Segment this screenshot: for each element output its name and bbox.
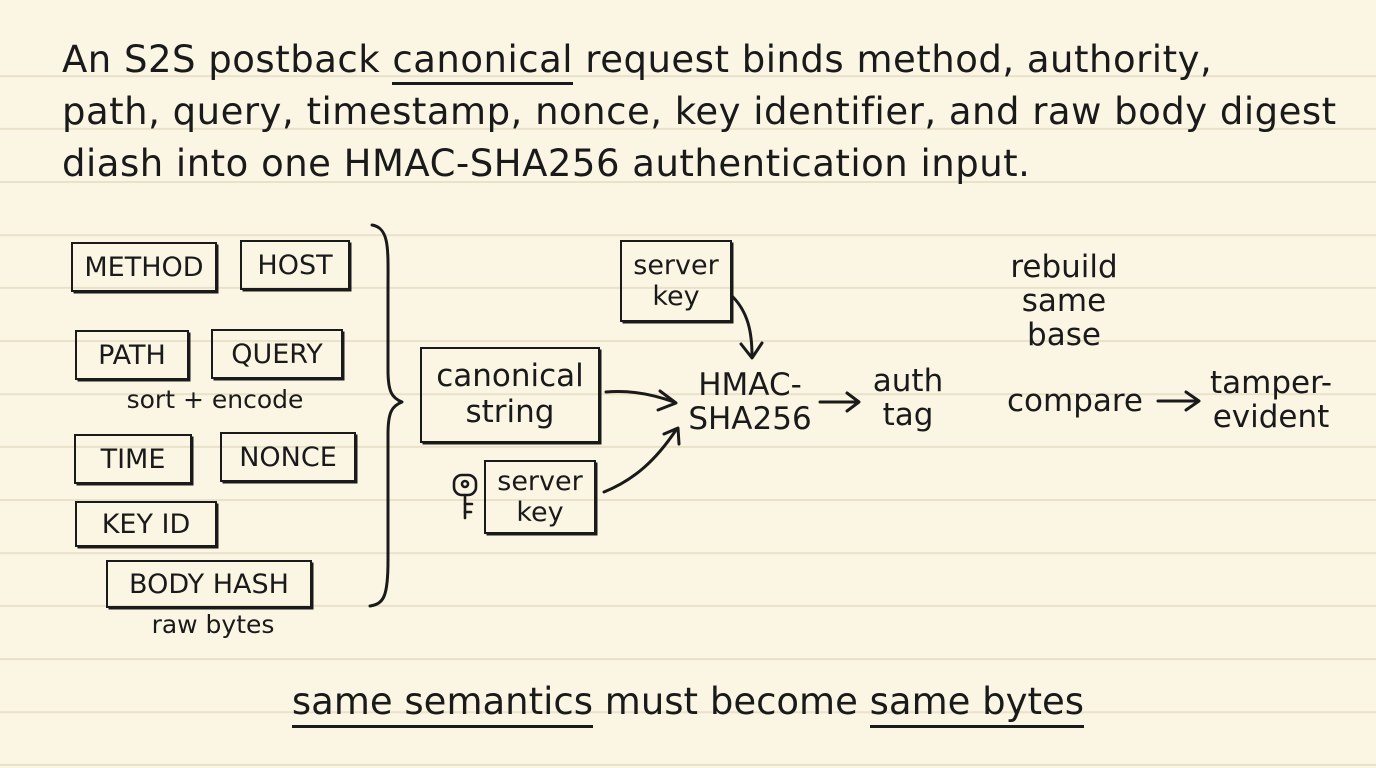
arrow-key-bottom-to-hmac-head (662, 426, 681, 446)
footer-middle: must become (593, 680, 870, 723)
query-label: QUERY (231, 338, 323, 370)
hmac-line-1: HMAC- (698, 367, 802, 403)
arrow-hmac-to-auth-head (845, 391, 861, 413)
headline-line-3: diash into one HMAC-SHA256 authenticatio… (62, 142, 1031, 185)
headline-line-1: An S2S postback canonical request binds … (62, 34, 1322, 86)
server-key-top-line-1: server (633, 249, 719, 281)
host-label: HOST (257, 249, 333, 281)
arrow-compare-to-tamper-head (1184, 390, 1201, 412)
compare-label: compare (1006, 383, 1144, 419)
rebuild-same-base-label: rebuild same base (1000, 250, 1128, 352)
headline: An S2S postback canonical request binds … (62, 34, 1337, 190)
key-icon (452, 473, 478, 520)
rebuild-line-1: rebuild (1010, 249, 1118, 285)
tamper-line-2: evident (1212, 399, 1330, 436)
path-box: PATH (75, 330, 189, 380)
auth-tag-label: auth tag (866, 364, 950, 432)
server-key-top-box: server key (620, 240, 732, 322)
rebuild-line-3: base (1027, 317, 1101, 354)
footer-same-bytes: same bytes (869, 680, 1085, 728)
arrow-key-top-to-hmac (730, 294, 754, 358)
headline-emphasis-canonical: canonical (392, 38, 574, 85)
arrow-canonical-to-hmac (604, 390, 676, 404)
rebuild-line-2: same (1021, 283, 1107, 320)
server-key-bottom-box: server key (484, 460, 596, 534)
server-key-top-line-2: key (652, 281, 700, 312)
canonical-string-box: canonical string (420, 347, 600, 443)
body-hash-box: BODY HASH (106, 560, 312, 608)
time-label: TIME (100, 443, 166, 475)
headline-line-2: path, query, timestamp, nonce, key ident… (62, 90, 1337, 133)
query-box: QUERY (211, 329, 343, 379)
path-label: PATH (98, 339, 166, 371)
time-box: TIME (74, 434, 192, 484)
arrow-key-bottom-to-hmac (602, 428, 678, 494)
method-label: METHOD (84, 251, 204, 283)
hmac-line-2: SHA256 (688, 401, 812, 438)
sort-encode-note: sort + encode (126, 385, 304, 414)
canonical-line-1: canonical (436, 358, 584, 395)
headline-line-1-start: An S2S postback (62, 38, 393, 81)
key-id-box: KEY ID (75, 501, 217, 547)
host-box: HOST (240, 240, 350, 290)
tamper-line-1: tamper- (1209, 365, 1333, 401)
footer-statement: same semantics must become same bytes (0, 680, 1376, 728)
key-id-label: KEY ID (101, 508, 191, 540)
body-hash-label: BODY HASH (129, 568, 289, 600)
auth-tag-line-2: tag (882, 397, 934, 434)
arrow-key-top-to-hmac-head (739, 341, 764, 360)
arrow-canonical-to-hmac-head (656, 389, 678, 412)
nonce-label: NONCE (239, 441, 337, 473)
tamper-evident-label: tamper- evident (1204, 366, 1338, 434)
footer-same-semantics: same semantics (291, 680, 594, 728)
auth-tag-line-1: auth (872, 363, 944, 399)
raw-bytes-note: raw bytes (151, 610, 275, 639)
nonce-box: NONCE (220, 432, 356, 482)
canonical-line-2: string (465, 394, 555, 430)
method-box: METHOD (71, 242, 217, 292)
hmac-sha256-label: HMAC- SHA256 (680, 368, 820, 436)
server-key-bottom-line-2: key (516, 497, 564, 528)
grouping-brace (368, 223, 404, 608)
server-key-bottom-line-1: server (497, 465, 583, 497)
headline-line-1-end: request binds method, authority, (573, 38, 1213, 81)
